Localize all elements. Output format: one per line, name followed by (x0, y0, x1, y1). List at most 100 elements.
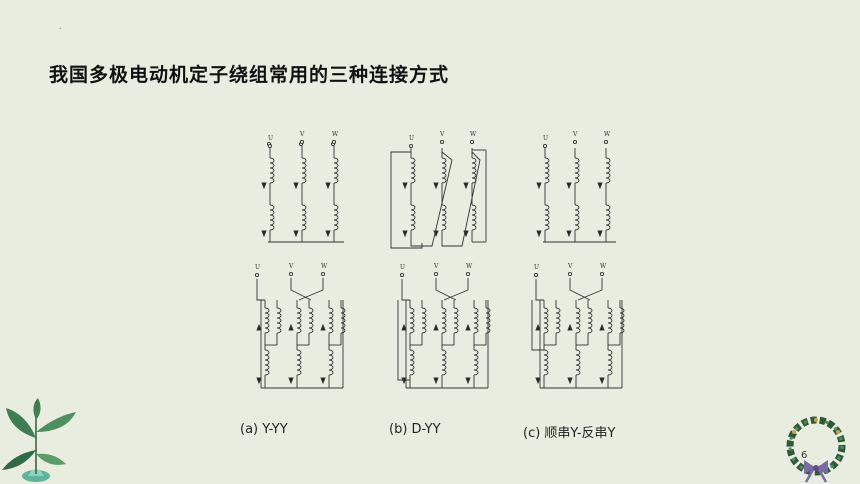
winding-coil (441, 157, 447, 184)
current-arrow (293, 230, 299, 237)
terminal-label: U (400, 264, 405, 271)
winding-coil (276, 307, 282, 334)
current-arrow (567, 377, 573, 384)
current-arrow (402, 182, 408, 189)
winding-coil (473, 349, 479, 376)
terminal-dot (331, 139, 337, 145)
winding-coil (410, 157, 416, 184)
current-arrow (465, 324, 471, 331)
current-arrow (325, 230, 331, 237)
current-arrow (535, 377, 541, 384)
winding-coil (574, 157, 580, 184)
terminal-dot (288, 271, 294, 277)
winding-coil (441, 307, 447, 334)
winding-coil (328, 307, 334, 334)
current-arrow (320, 324, 326, 331)
winding-coil (605, 204, 611, 231)
winding-coil (328, 349, 334, 376)
current-arrow (433, 324, 439, 331)
wire (441, 151, 481, 247)
terminal-dot (567, 271, 573, 277)
terminal-label: W (470, 131, 477, 138)
slide-marker: . (59, 22, 62, 31)
winding-coil (543, 349, 549, 376)
current-arrow (256, 324, 262, 331)
caption-series-y: (c) 顺串Y-反串Y (523, 426, 616, 441)
winding-coil (544, 204, 550, 231)
wire (535, 279, 544, 301)
wire (531, 300, 544, 351)
winding-coil (296, 307, 302, 334)
winding-coil (410, 204, 416, 231)
terminal-dot (267, 143, 273, 149)
terminal-dot (433, 271, 439, 277)
winding-coil (453, 307, 459, 334)
page-title: 我国多极电动机定子绕组常用的三种连接方式 (49, 64, 450, 86)
winding-coil (264, 307, 270, 334)
terminal-label: U (534, 264, 539, 271)
current-arrow (325, 182, 331, 189)
terminal-dot (572, 139, 578, 145)
terminal-label: V (288, 263, 294, 270)
terminal-label: W (321, 263, 328, 270)
terminal-label: U (409, 135, 414, 142)
winding-coil (587, 307, 593, 334)
current-arrow (566, 230, 572, 237)
current-arrow (288, 324, 294, 331)
terminal-dot (408, 143, 414, 149)
winding-coil (575, 307, 581, 334)
current-arrow (433, 377, 439, 384)
terminal-label: V (572, 131, 578, 138)
terminal-dot (254, 272, 260, 278)
winding-coil (441, 349, 447, 376)
terminal-label: U (255, 264, 260, 271)
wire (290, 278, 312, 301)
current-arrow (288, 377, 294, 384)
terminal-label: U (268, 135, 273, 142)
winding-coil (308, 307, 314, 334)
current-arrow (402, 230, 408, 237)
winding-coil (269, 157, 275, 184)
terminal-dot (299, 139, 305, 145)
winding-coil (441, 204, 447, 231)
terminal-dot (469, 139, 475, 145)
winding-coil (473, 307, 479, 334)
wire (569, 278, 591, 301)
terminal-label: V (439, 131, 445, 138)
current-arrow (261, 182, 267, 189)
winding-coil (605, 157, 611, 184)
winding-coil (333, 157, 339, 184)
current-arrow (261, 230, 267, 237)
terminal-dot (399, 272, 405, 278)
wire (443, 278, 469, 301)
winding-coil (301, 157, 307, 184)
plant-decoration-icon (2, 398, 76, 482)
wire (298, 278, 324, 301)
wire (256, 279, 265, 301)
current-arrow (256, 377, 262, 384)
winding-coil (296, 349, 302, 376)
terminal-dot (465, 271, 471, 277)
current-arrow (536, 230, 542, 237)
current-arrow (320, 377, 326, 384)
current-arrow (566, 182, 572, 189)
winding-coil (471, 204, 477, 231)
winding-coil (555, 307, 561, 334)
winding-coil (544, 157, 550, 184)
terminal-dot (439, 139, 445, 145)
terminal-dot (542, 143, 548, 149)
wire (577, 278, 603, 301)
wire (435, 278, 457, 301)
winding-coil (409, 307, 415, 334)
current-arrow (401, 324, 407, 331)
terminal-label: W (466, 263, 473, 270)
wreath-decoration-icon (786, 416, 846, 483)
current-arrow (567, 324, 573, 331)
wire (390, 151, 423, 249)
terminal-label: W (604, 131, 611, 138)
winding-coil (471, 157, 477, 184)
terminal-dot (599, 271, 605, 277)
wire (410, 151, 453, 247)
current-arrow (599, 377, 605, 384)
